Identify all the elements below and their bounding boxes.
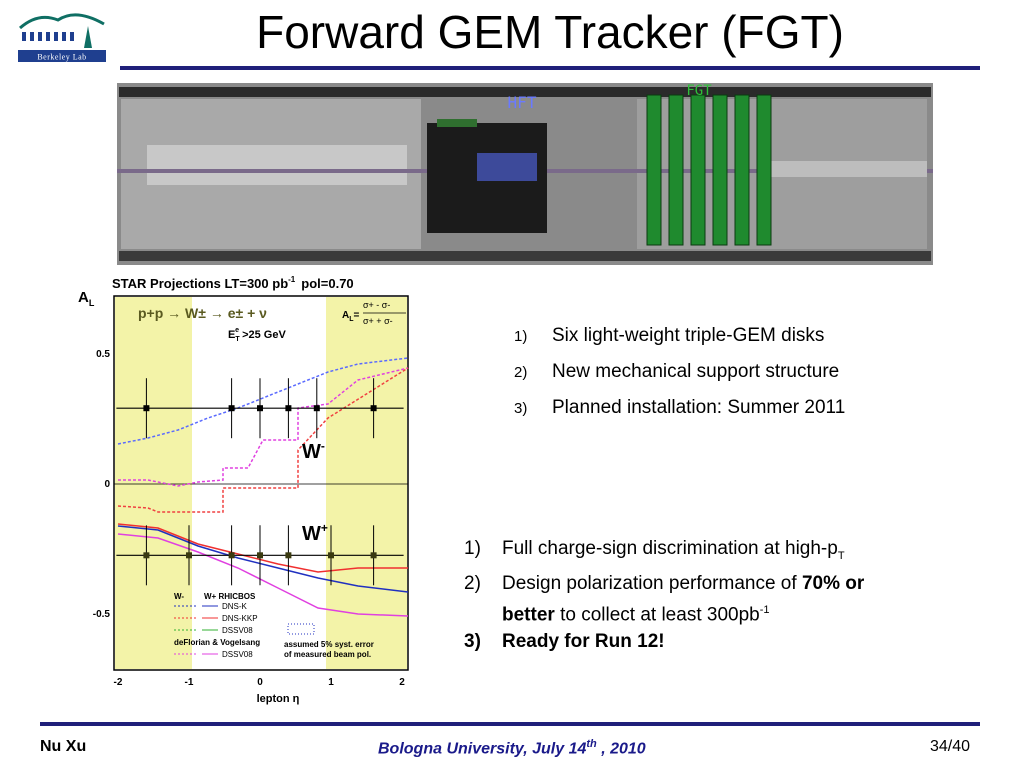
al-denominator: σ+ + σ- <box>363 316 393 326</box>
list-superscript: -1 <box>759 603 770 616</box>
data-point <box>285 405 292 412</box>
fgt-label: FGT <box>686 83 712 99</box>
data-point <box>257 405 263 412</box>
list-item: 2) Design polarization performance of 70%… <box>464 570 964 628</box>
list-number: 3) <box>514 400 528 417</box>
x-axis-label: lepton η <box>257 693 300 705</box>
title-divider <box>120 66 980 70</box>
reaction-label: p+p → W± → e± + ν <box>138 305 267 321</box>
y-axis-label: AL <box>78 289 95 308</box>
list-text: Planned installation: Summer 2011 <box>552 397 846 418</box>
detector-image: HFT FGT <box>117 83 933 265</box>
list-item: 1) Full charge-sign discrimination at hig… <box>464 535 964 570</box>
list-item: 3) Planned installation: Summer 2011 <box>514 390 845 426</box>
list-item: 2) New mechanical support structure <box>514 354 845 390</box>
list-number: 2) <box>514 364 528 381</box>
data-point <box>285 552 292 559</box>
data-point <box>143 405 150 412</box>
list-text: to collect at least 300pb <box>554 604 760 626</box>
list-item: 3) Ready for Run 12! <box>464 628 964 655</box>
legend-entry: DSSV08 <box>222 650 253 659</box>
w-minus-label: W- <box>302 439 325 463</box>
legend-col-wminus: W- <box>174 592 184 601</box>
list-text: Ready for Run 12! <box>502 631 665 653</box>
list-bold: 70% or <box>801 572 865 594</box>
legend: W- W+ RHICBOS DNS-K DNS-KKP DSSV08 deFlo… <box>174 592 374 659</box>
ytick-label: 0 <box>104 479 110 490</box>
data-point <box>186 552 192 559</box>
list-text: Full charge-sign discrimination at high-… <box>502 538 838 559</box>
legend-entry: DNS-KKP <box>222 614 258 623</box>
al-formula: AL= <box>342 310 360 323</box>
slide-title: Forward GEM Tracker (FGT) <box>256 6 844 58</box>
list-number: 1) <box>514 328 528 345</box>
ytick-label: 0.5 <box>96 349 110 360</box>
legend-entry: DNS-K <box>222 602 248 611</box>
list-number: 1) <box>464 538 481 559</box>
footer-divider <box>40 722 980 726</box>
legend-group: deFlorian & Vogelsang <box>174 638 260 647</box>
hft-label: HFT <box>508 93 537 112</box>
data-point <box>370 405 377 412</box>
data-point <box>228 552 235 559</box>
xtick-label: 2 <box>399 677 405 688</box>
list-text: New mechanical support structure <box>552 361 840 382</box>
list-item: 1) Six light-weight triple-GEM disks <box>514 318 845 354</box>
ytick-label: -0.5 <box>93 609 111 620</box>
xtick-label: 1 <box>328 677 334 688</box>
logo-text: Berkeley Lab <box>37 53 86 62</box>
goals-list: 1) Full charge-sign discrimination at hig… <box>464 535 964 655</box>
xtick-label: -2 <box>114 677 123 688</box>
footer-venue: Bologna University, July 14th , 2010 <box>378 738 646 758</box>
footer-author: Nu Xu <box>40 738 87 755</box>
data-point <box>257 552 263 559</box>
legend-syst-note: of measured beam pol. <box>284 650 371 659</box>
data-point <box>328 552 334 559</box>
xtick-label: 0 <box>257 677 263 688</box>
data-point <box>370 552 377 559</box>
list-number: 2) <box>464 572 481 594</box>
legend-syst-note: assumed 5% syst. error <box>284 640 374 649</box>
list-number: 3) <box>464 631 481 653</box>
list-text: Six light-weight triple-GEM disks <box>552 325 825 346</box>
data-point <box>313 405 320 412</box>
list-subscript: T <box>837 549 845 562</box>
al-numerator: σ+ - σ- <box>363 300 390 310</box>
data-point <box>228 405 235 412</box>
list-text: Design polarization performance of <box>502 572 802 594</box>
footer-page-number: 34/40 <box>930 738 971 755</box>
legend-entry: DSSV08 <box>222 626 253 635</box>
et-cut-label: ETe >25 GeV <box>228 327 286 343</box>
feature-list: 1) Six light-weight triple-GEM disks 2) Ne… <box>514 318 845 426</box>
w-plus-label: W+ <box>302 521 328 545</box>
legend-col-wplus: W+ RHICBOS <box>204 592 256 601</box>
berkeley-lab-logo: Berkeley Lab <box>18 13 106 62</box>
data-point <box>143 552 150 559</box>
list-bold: better <box>502 604 555 626</box>
xtick-label: -1 <box>185 677 194 688</box>
projection-chart: 0.5 0 -0.5 -2 -1 0 1 2 lepton η STAR Pro… <box>78 275 409 705</box>
